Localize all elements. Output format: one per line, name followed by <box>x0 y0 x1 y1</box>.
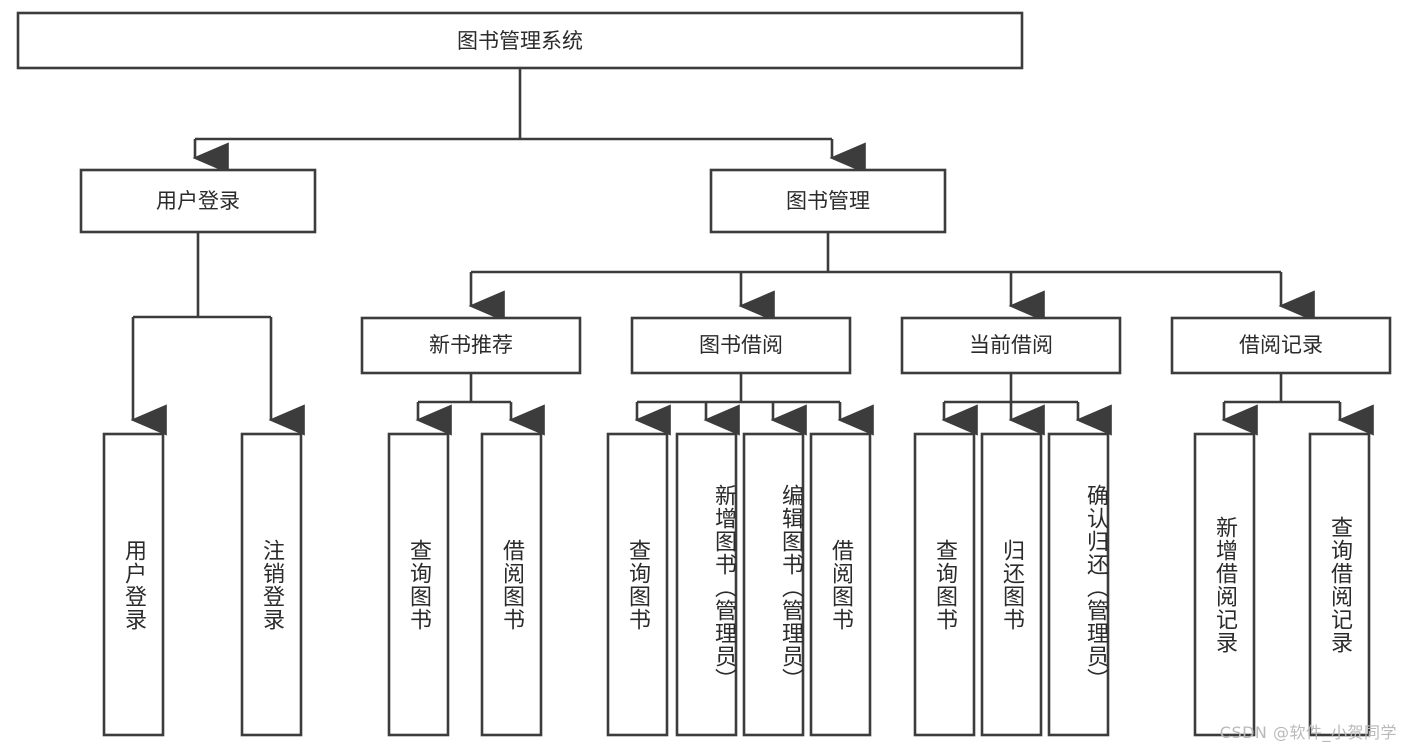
node-book-manage-box[interactable] <box>709 168 947 234</box>
csdn-watermark: CSDN @软件_小贺同学 <box>1219 723 1397 742</box>
node-book-borrow-box[interactable] <box>630 316 852 375</box>
node-root-box[interactable] <box>16 11 1024 70</box>
edges-borrow-record-to-leaves <box>1221 373 1374 436</box>
node-leaf-query-book-2-box[interactable] <box>606 432 669 737</box>
node-leaf-borrow-book-2-box[interactable] <box>809 432 872 737</box>
node-current-borrow-label: 当前借阅 <box>969 333 1053 357</box>
node-root-label: 图书管理系统 <box>457 29 583 53</box>
node-leaf-borrow-book-1-box[interactable] <box>480 432 543 737</box>
node-book-manage[interactable]: 图书管理 <box>709 168 947 234</box>
node-leaf-query-book-3-box[interactable] <box>913 432 976 737</box>
node-current-borrow[interactable]: 当前借阅 <box>900 316 1122 375</box>
node-user-login-label: 用户登录 <box>156 189 240 213</box>
edges-new-book-recommend-to-leaves <box>415 373 545 436</box>
node-leaf-edit-book-box[interactable] <box>742 432 805 737</box>
node-user-login-box[interactable] <box>79 168 317 234</box>
node-book-manage-label: 图书管理 <box>786 189 870 213</box>
node-leaf-add-record-box[interactable] <box>1193 432 1256 737</box>
edges-current-borrow-to-leaves <box>941 373 1112 436</box>
node-new-book-recommend-box[interactable] <box>360 316 582 375</box>
edges-book-borrow-to-leaves <box>634 373 874 436</box>
leaf-boxes <box>102 432 1371 737</box>
node-borrow-record-label: 借阅记录 <box>1239 333 1323 357</box>
node-new-book-recommend-label: 新书推荐 <box>429 333 513 357</box>
node-borrow-record-box[interactable] <box>1170 316 1392 375</box>
node-leaf-confirm-return-box[interactable] <box>1047 432 1110 737</box>
node-leaf-add-book-box[interactable] <box>675 432 738 737</box>
edges-user-login-to-leaves <box>130 232 305 436</box>
edges-book-manage-to-level3 <box>468 232 1315 322</box>
node-borrow-record[interactable]: 借阅记录 <box>1170 316 1392 375</box>
node-root[interactable]: 图书管理系统 <box>16 11 1024 70</box>
node-new-book-recommend[interactable]: 新书推荐 <box>360 316 582 375</box>
edges-root-to-level2 <box>192 68 866 174</box>
node-leaf-query-book-1-box[interactable] <box>387 432 450 737</box>
node-book-borrow-label: 图书借阅 <box>699 333 783 357</box>
node-current-borrow-box[interactable] <box>900 316 1122 375</box>
node-user-login[interactable]: 用户登录 <box>79 168 317 234</box>
node-leaf-user-logout-box[interactable] <box>240 432 303 737</box>
node-book-borrow[interactable]: 图书借阅 <box>630 316 852 375</box>
node-leaf-return-book-box[interactable] <box>980 432 1043 737</box>
node-leaf-user-login-box[interactable] <box>102 432 165 737</box>
node-leaf-query-record-box[interactable] <box>1308 432 1371 737</box>
